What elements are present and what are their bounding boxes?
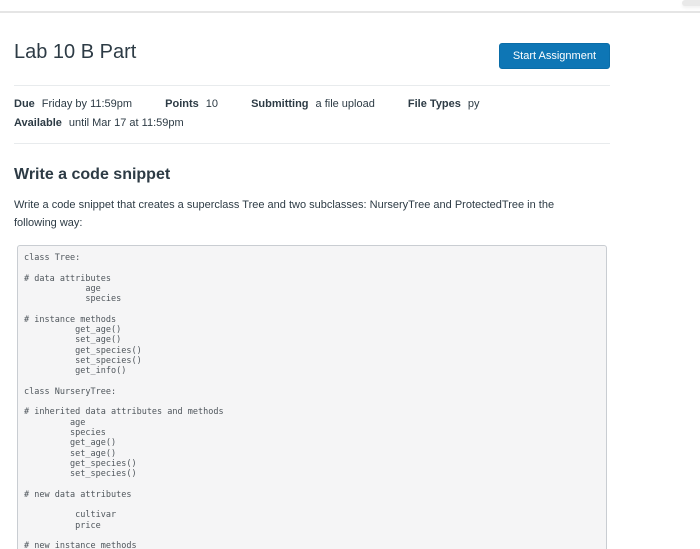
submitting-value: a file upload <box>315 98 375 110</box>
points-value: 10 <box>205 98 219 110</box>
available-label: Available <box>14 117 62 129</box>
assignment-page: Lab 10 B Part Start Assignment Due Friday… <box>0 39 610 549</box>
points-item: Points 10 <box>165 95 218 114</box>
assignment-metadata: Due Friday by 11:59pm Points 10 Submitting… <box>14 95 610 144</box>
submitting-label: Submitting <box>251 98 309 110</box>
metadata-row-availability: Available until Mar 17 at 11:59pm <box>14 114 610 133</box>
due-value: Friday by 11:59pm <box>41 98 133 110</box>
section-heading: Write a code snippet <box>14 166 171 183</box>
file-types-value: py <box>467 98 480 110</box>
available-value: until Mar 17 at 11:59pm <box>68 117 184 129</box>
description-text: Write a code snippet that creates a supe… <box>14 199 555 229</box>
top-border-strip <box>0 0 700 13</box>
page-title: Lab 10 B Part <box>14 41 137 63</box>
available-item: Available until Mar 17 at 11:59pm <box>14 114 184 133</box>
start-assignment-button[interactable]: Start Assignment <box>498 43 610 69</box>
assignment-header: Lab 10 B Part Start Assignment <box>14 39 610 86</box>
file-types-item: File Types py <box>408 95 480 114</box>
window-corner-element <box>682 0 700 6</box>
points-label: Points <box>165 98 199 110</box>
file-types-label: File Types <box>407 98 461 110</box>
submitting-item: Submitting a file upload <box>251 95 375 114</box>
code-snippet-block: class Tree: # data attributes age specie… <box>17 245 607 549</box>
due-item: Due Friday by 11:59pm <box>14 95 132 114</box>
due-label: Due <box>14 98 35 110</box>
metadata-row-primary: Due Friday by 11:59pm Points 10 Submitting… <box>14 95 610 114</box>
